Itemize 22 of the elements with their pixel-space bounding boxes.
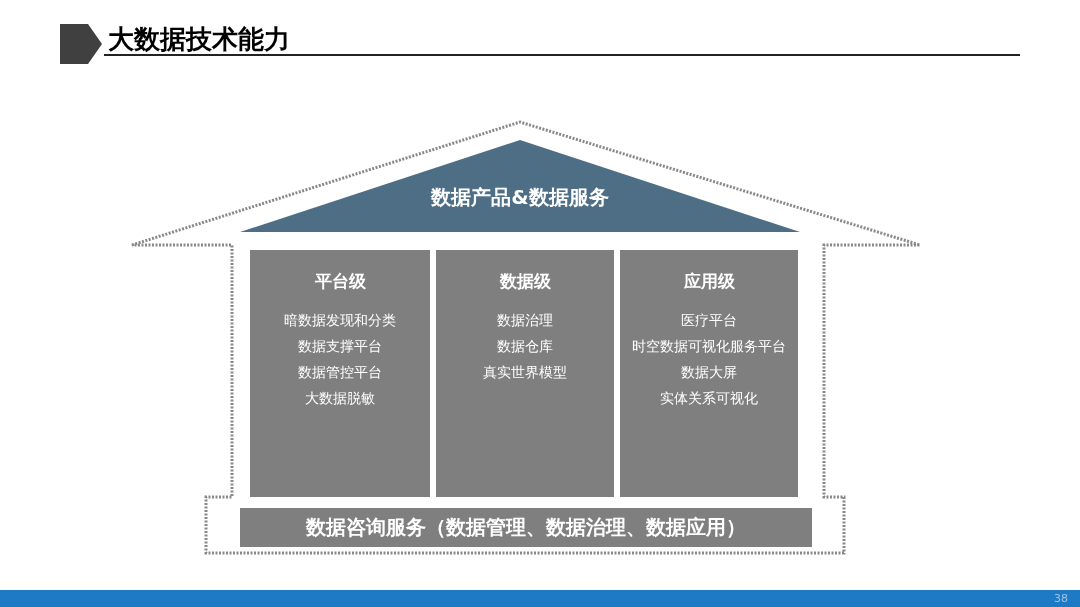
- roof-heading: 数据产品&数据服务: [430, 184, 610, 211]
- column-item: 真实世界模型: [482, 363, 568, 382]
- column-panel: [250, 250, 430, 497]
- column-item: 数据大屏: [680, 363, 738, 382]
- page-number: 38: [1054, 591, 1068, 607]
- column-heading: 数据级: [498, 270, 552, 293]
- column-panel: [620, 250, 798, 497]
- roof-triangle: [240, 140, 800, 232]
- column-item: 数据仓库: [496, 337, 554, 356]
- column-item: 暗数据发现和分类: [283, 311, 397, 330]
- slide-title: 大数据技术能力: [108, 23, 290, 56]
- column-heading: 应用级: [682, 270, 736, 293]
- column-panel: [436, 250, 614, 497]
- column-item: 医疗平台: [680, 311, 738, 330]
- foundation-bar: 数据咨询服务（数据管理、数据治理、数据应用）: [240, 508, 812, 547]
- column-item: 大数据脱敏: [304, 389, 376, 408]
- column-item: 数据支撑平台: [297, 337, 383, 356]
- column-item: 时空数据可视化服务平台: [631, 337, 787, 356]
- column-item: 实体关系可视化: [659, 389, 759, 408]
- column-heading: 平台级: [313, 270, 367, 293]
- column-item: 数据治理: [496, 311, 554, 330]
- column-item: 数据管控平台: [297, 363, 383, 382]
